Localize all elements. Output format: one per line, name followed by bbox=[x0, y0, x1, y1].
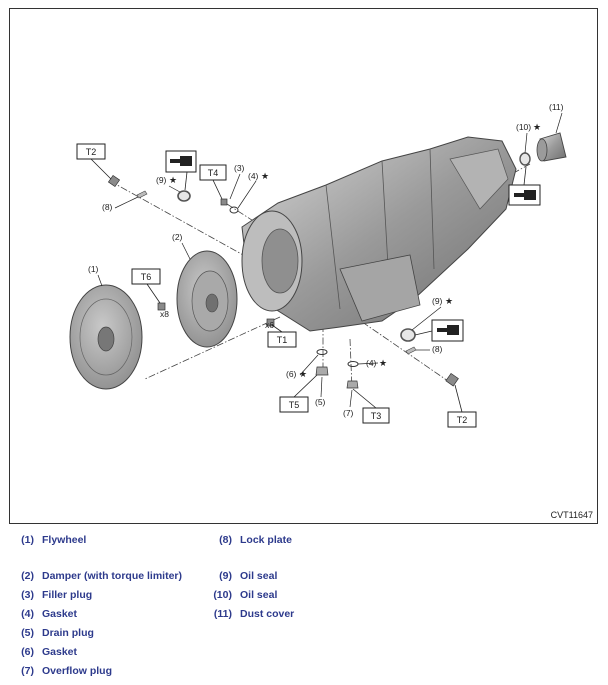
overflow-plug-part bbox=[346, 380, 359, 389]
torque-label-t3: T3 bbox=[371, 411, 382, 421]
tool-symbol-upper bbox=[165, 150, 197, 191]
callout-leader-lines bbox=[97, 112, 563, 408]
legend-item-1: (1) Flywheel bbox=[8, 534, 86, 546]
legend-num: (3) bbox=[21, 589, 34, 601]
legend-num: (2) bbox=[21, 570, 34, 582]
bolts bbox=[107, 174, 459, 387]
figure-code: CVT11647 bbox=[550, 510, 593, 520]
legend-label: Lock plate bbox=[240, 534, 292, 546]
gasket-4-lower-part bbox=[347, 361, 359, 367]
dust-cover-part bbox=[536, 132, 567, 162]
lock-plate-lower-part bbox=[405, 346, 417, 355]
legend-num: (5) bbox=[21, 627, 34, 639]
legend-num: (10) bbox=[213, 589, 232, 601]
drain-plug-part bbox=[315, 366, 329, 376]
torque-label-t2-upper: T2 bbox=[86, 147, 97, 157]
callout-6: (6) bbox=[286, 369, 297, 379]
callout-8-lower: (8) bbox=[432, 344, 443, 354]
qty-label-x6: x6 bbox=[265, 320, 274, 330]
legend-item-10: (10) Oil seal bbox=[206, 589, 277, 601]
callout-8-upper: (8) bbox=[102, 202, 113, 212]
tool-symbol-right bbox=[508, 166, 541, 206]
callout-11: (11) bbox=[549, 102, 564, 112]
tool-symbol-lower bbox=[414, 319, 464, 342]
torque-label-t1: T1 bbox=[277, 335, 288, 345]
legend-item-6: (6) Gasket bbox=[8, 646, 77, 658]
gasket-4-upper-part bbox=[229, 206, 239, 214]
oil-seal-10-part bbox=[519, 152, 531, 166]
star-9-lower: ★ bbox=[445, 297, 453, 307]
star-9-upper: ★ bbox=[169, 176, 177, 186]
torque-label-t4: T4 bbox=[208, 168, 219, 178]
legend-item-4: (4) Gasket bbox=[8, 608, 77, 620]
legend-num: (7) bbox=[21, 665, 34, 677]
torque-label-t5: T5 bbox=[289, 400, 300, 410]
legend-num: (8) bbox=[219, 534, 232, 546]
legend-label: Overflow plug bbox=[42, 665, 113, 677]
legend-label: Damper (with torque limiter) bbox=[42, 570, 183, 582]
qty-label-x8: x8 bbox=[160, 309, 169, 319]
callout-7: (7) bbox=[343, 408, 354, 418]
torque-label-t2-lower: T2 bbox=[457, 415, 468, 425]
gasket-6-part bbox=[316, 349, 328, 355]
star-4-lower: ★ bbox=[379, 359, 387, 369]
legend-num: (1) bbox=[21, 534, 34, 546]
legend-item-2: (2) Damper (with torque limiter) bbox=[8, 570, 182, 582]
legend-label: Gasket bbox=[42, 646, 78, 658]
legend-label: Oil seal bbox=[240, 570, 278, 582]
legend-label: Flywheel bbox=[42, 534, 87, 546]
legend-item-9: (9) Oil seal bbox=[206, 570, 277, 582]
parts-legend: (1) Flywheel (2) Damper (with torque limit… bbox=[0, 528, 608, 685]
callout-9-upper: (9) bbox=[156, 175, 167, 185]
lock-plate-upper-part bbox=[136, 190, 148, 199]
legend-item-3: (3) Filler plug bbox=[8, 589, 92, 601]
legend-label: Oil seal bbox=[240, 589, 278, 601]
flywheel-part bbox=[69, 284, 143, 390]
torque-leader-lines bbox=[90, 158, 463, 413]
legend-num: (11) bbox=[213, 608, 232, 620]
legend-num: (4) bbox=[21, 608, 34, 620]
star-6: ★ bbox=[299, 370, 307, 380]
legend-item-5: (5) Drain plug bbox=[8, 627, 94, 639]
oil-seal-9-upper-part bbox=[177, 190, 191, 202]
star-10: ★ bbox=[533, 123, 541, 133]
oil-seal-9-lower-part bbox=[400, 328, 416, 342]
transmission-case bbox=[241, 136, 517, 332]
legend-label: Gasket bbox=[42, 608, 78, 620]
legend-label: Drain plug bbox=[42, 627, 94, 639]
callout-5: (5) bbox=[315, 397, 326, 407]
callout-9-lower: (9) bbox=[432, 296, 443, 306]
legend-label: Filler plug bbox=[42, 589, 93, 601]
legend-item-11: (11) Dust cover bbox=[206, 608, 294, 620]
legend-item-8: (8) Lock plate bbox=[206, 534, 292, 546]
exploded-view-diagram: T2 T6 T4 T1 T5 T3 T2 x8 x6 (1) (2) (3) (… bbox=[9, 8, 598, 524]
callout-4-upper: (4) bbox=[248, 171, 259, 181]
legend-num: (9) bbox=[219, 570, 232, 582]
legend-label: Dust cover bbox=[240, 608, 295, 620]
damper-part bbox=[176, 250, 238, 348]
legend-item-7: (7) Overflow plug bbox=[8, 665, 112, 677]
legend-num: (6) bbox=[21, 646, 34, 658]
callout-2: (2) bbox=[172, 232, 183, 242]
torque-label-t6: T6 bbox=[141, 272, 152, 282]
torque-boxes bbox=[76, 143, 477, 428]
callout-3: (3) bbox=[234, 163, 245, 173]
diagram-canvas: T2 T6 T4 T1 T5 T3 T2 x8 x6 (1) (2) (3) (… bbox=[69, 102, 567, 428]
star-4-upper: ★ bbox=[261, 172, 269, 182]
callout-10: (10) bbox=[516, 122, 531, 132]
callout-1: (1) bbox=[88, 264, 99, 274]
